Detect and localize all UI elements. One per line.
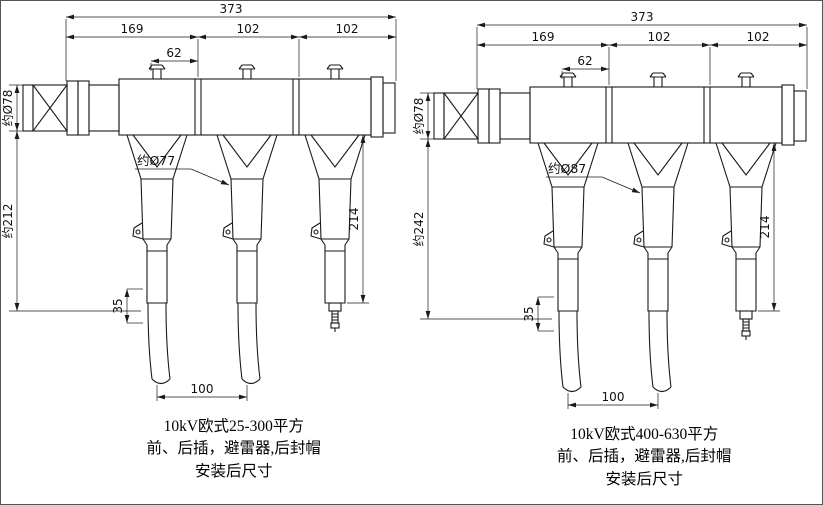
dim-tube-diameter: 约Ø78 <box>1 90 15 127</box>
dim-seg3: 102 <box>336 22 359 36</box>
drawing-right-svg: 373 169 102 102 62 约Ø78 约242 约Ø87 214 35… <box>412 10 822 423</box>
caption-line-1: 10kV欧式400-630平方 <box>570 426 719 443</box>
dim-seg1: 169 <box>531 30 554 44</box>
dim-left-height: 约242 <box>412 212 426 247</box>
dim-right-height: 214 <box>347 208 361 231</box>
dim-seg1: 169 <box>121 22 144 36</box>
dim-seg3: 102 <box>746 30 769 44</box>
caption-line-3: 安装后尺寸 <box>605 470 683 488</box>
dim-plug-offset: 62 <box>577 54 592 68</box>
dim-plug-offset: 62 <box>166 46 181 60</box>
dim-total: 373 <box>630 10 653 24</box>
dim-cable-spacing: 100 <box>191 382 214 396</box>
caption-line-2: 前、后插，避雷器,后封帽 <box>557 448 732 466</box>
dim-right-height: 214 <box>758 216 772 239</box>
caption-right: 10kV欧式400-630平方 前、后插，避雷器,后封帽 安装后尺寸 <box>412 424 823 491</box>
dim-boot: 35 <box>522 306 536 321</box>
connector-assembly-drawing <box>420 25 807 409</box>
drawing-left-svg: 373 169 102 102 62 约Ø78 约212 约Ø77 214 35… <box>1 2 411 415</box>
dim-seg2: 102 <box>237 22 260 36</box>
caption-line-2: 前、后插，避雷器,后封帽 <box>146 440 321 458</box>
connector-assembly-drawing <box>9 17 396 401</box>
figure-right: 373 169 102 102 62 约Ø78 约242 约Ø87 214 35… <box>412 1 823 504</box>
dim-cable-spacing: 100 <box>601 390 624 404</box>
dim-body-diameter-label: 约Ø87 <box>548 161 586 176</box>
dim-total: 373 <box>220 2 243 16</box>
dim-boot: 35 <box>111 298 125 313</box>
dim-left-height: 约212 <box>1 204 15 239</box>
caption-line-3: 安装后尺寸 <box>194 462 273 480</box>
dim-body-diameter-label: 约Ø77 <box>137 153 175 168</box>
caption-line-1: 10kV欧式25-300平方 <box>163 418 304 435</box>
figure-left: 373 169 102 102 62 约Ø78 约212 约Ø77 214 35… <box>1 1 412 504</box>
caption-left: 10kV欧式25-300平方 前、后插，避雷器,后封帽 安装后尺寸 <box>1 416 412 483</box>
dim-seg2: 102 <box>647 30 670 44</box>
dim-tube-diameter: 约Ø78 <box>412 98 426 135</box>
